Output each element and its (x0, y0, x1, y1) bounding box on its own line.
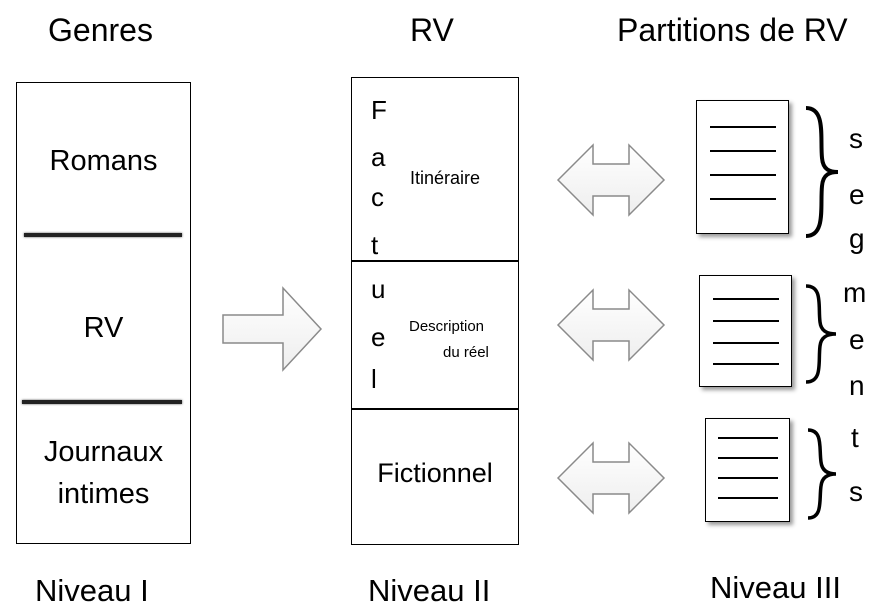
double-arrow-icon (556, 143, 666, 217)
double-arrow-icon (556, 288, 666, 362)
segment-document-3 (705, 418, 790, 522)
factuel-letter-l: l (371, 364, 377, 394)
genre-journaux-line1: Journaux (43, 436, 164, 468)
rv-box (351, 77, 519, 545)
curly-brace-icon (805, 284, 837, 384)
factuel-letter-t: t (371, 230, 379, 260)
segments-letter-e1: e (849, 179, 865, 210)
rv-divider-2 (351, 408, 519, 410)
label-fictionnel: Fictionnel (377, 458, 493, 488)
curly-brace-icon (805, 106, 839, 238)
segments-letter-g: g (849, 223, 865, 254)
footer-niveau-2: Niveau II (368, 573, 491, 608)
header-rv: RV (410, 12, 454, 48)
factuel-letter-e: e (371, 322, 386, 352)
curly-brace-icon (807, 428, 837, 520)
genres-box (16, 82, 191, 544)
rv-divider-1 (351, 260, 519, 262)
factuel-letter-a: a (371, 142, 386, 172)
factuel-letter-c: c (371, 182, 384, 212)
label-description-line1: Description (409, 318, 485, 335)
segments-letter-m: m (843, 277, 867, 308)
segments-letter-s2: s (849, 476, 863, 507)
label-description-line2: du réel (443, 344, 489, 361)
segment-document-2 (699, 275, 792, 387)
genre-rv: RV (83, 312, 124, 344)
right-arrow-icon (222, 286, 323, 372)
double-arrow-icon (556, 441, 666, 515)
genre-divider-2 (22, 400, 182, 404)
label-itineraire: Itinéraire (410, 168, 481, 188)
genre-divider-1 (24, 233, 182, 237)
footer-niveau-3: Niveau III (710, 570, 841, 605)
genre-romans: Romans (49, 145, 158, 177)
factuel-letter-f: F (371, 95, 387, 125)
genre-journaux-line2: intimes (57, 478, 150, 510)
factuel-letter-u: u (371, 274, 386, 304)
segments-letter-e2: e (849, 324, 865, 355)
segment-document-1 (696, 100, 789, 234)
header-genres: Genres (48, 12, 153, 48)
header-partitions: Partitions de RV (617, 12, 848, 48)
segments-letter-t: t (851, 422, 859, 453)
segments-letter-n: n (849, 370, 865, 401)
footer-niveau-1: Niveau I (35, 573, 149, 608)
segments-letter-s: s (849, 123, 863, 154)
